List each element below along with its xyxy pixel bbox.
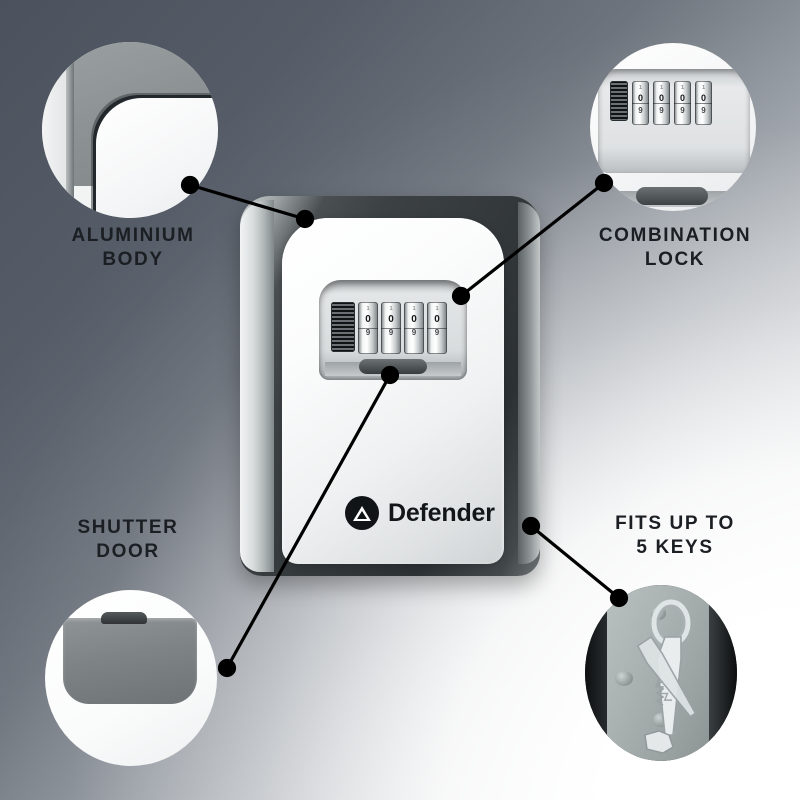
- callout-label-shutter-door: SHUTTER DOOR: [77, 517, 179, 563]
- dial-3[interactable]: 1 0 9: [404, 302, 424, 354]
- leader-dot-aluminium-product: [295, 209, 315, 229]
- dial-3-above-digit: 1: [412, 306, 416, 312]
- safe-body-right-edge: [518, 202, 540, 564]
- safe-body-left-edge: [240, 200, 274, 572]
- dial-1[interactable]: 1 0 9: [358, 302, 378, 354]
- shutter-door-grip: [101, 612, 147, 624]
- leader-line-aluminium: [189, 183, 306, 221]
- cavity-right-wall: [709, 585, 737, 761]
- leader-line-lock: [460, 181, 605, 298]
- callout-circle-shutter-door: [45, 590, 217, 766]
- leader-dot-aluminium-circle: [180, 175, 200, 195]
- dial-4-zoom: 1 0 9: [695, 81, 712, 125]
- dial-band: [404, 328, 424, 329]
- dial-band: [695, 103, 712, 104]
- callout-label-keys: FITS UP TO 5 KEYS: [615, 513, 735, 559]
- dial-3-digit: 0: [679, 93, 685, 103]
- leader-dot-shutter-product: [380, 365, 400, 385]
- callout-label-aluminium: ALUMINIUM BODY: [71, 225, 195, 271]
- aluminium-front-panel: [96, 98, 218, 218]
- dial-4-below-digit: 9: [701, 106, 706, 115]
- shutter-thumb-grip-zoom: [636, 187, 708, 205]
- leader-line-shutter: [225, 374, 392, 669]
- dial-band: [427, 328, 447, 329]
- dial-2-below-digit: 9: [659, 106, 664, 115]
- callout-circle-combination-lock: 1 0 9 1 0 9 1 0 9 1 0 9: [590, 43, 756, 211]
- dial-4-above-digit: 1: [701, 85, 706, 91]
- leader-line-keys: [529, 524, 621, 600]
- dial-1-digit: 0: [637, 93, 643, 103]
- dial-band: [653, 103, 670, 104]
- shutter-door-panel: [63, 618, 197, 704]
- combination-dial-row: 1 0 9 1 0 9 1 0 9: [331, 302, 447, 354]
- dial-1-digit: 0: [365, 314, 371, 325]
- dial-2-digit: 0: [388, 314, 394, 325]
- callout-circle-keys: [585, 585, 737, 761]
- dial-band: [358, 328, 378, 329]
- dial-2-below-digit: 9: [388, 328, 394, 337]
- keys-icon: [636, 599, 697, 754]
- dial-band: [632, 103, 649, 104]
- dial-band: [381, 328, 401, 329]
- dial-3-digit: 0: [411, 314, 417, 325]
- triangle-glyph: [353, 505, 371, 521]
- safe-cavity-backplate: [607, 585, 711, 761]
- leader-dot-lock-product: [451, 286, 471, 306]
- brand-name: Defender: [388, 498, 495, 527]
- leader-dot-keys-circle: [609, 588, 629, 608]
- dial-4-digit: 0: [700, 93, 706, 103]
- dial-band: [674, 103, 691, 104]
- defender-triangle-icon: [345, 496, 379, 530]
- dial-2-digit: 0: [658, 93, 664, 103]
- reset-lever-icon: [331, 302, 355, 352]
- dial-3-above-digit: 1: [680, 85, 685, 91]
- leader-dot-shutter-circle: [217, 658, 237, 678]
- cavity-left-wall: [585, 585, 609, 761]
- dial-2-zoom: 1 0 9: [653, 81, 670, 125]
- dial-4-above-digit: 1: [435, 306, 439, 312]
- key-safe-product: 1 0 9 1 0 9 1 0 9: [240, 196, 540, 576]
- dial-2[interactable]: 1 0 9: [381, 302, 401, 354]
- cavity-hole-left: [615, 671, 633, 686]
- reset-lever-icon: [610, 81, 628, 121]
- leader-dot-lock-circle: [594, 173, 614, 193]
- dial-3-zoom: 1 0 9: [674, 81, 691, 125]
- safe-front-face: 1 0 9 1 0 9 1 0 9: [282, 218, 504, 564]
- dial-1-above-digit: 1: [366, 306, 370, 312]
- aluminium-body-edge: [66, 42, 74, 218]
- leader-dot-keys-product: [521, 516, 541, 536]
- dial-1-below-digit: 9: [638, 106, 643, 115]
- dial-4-below-digit: 9: [434, 328, 440, 337]
- defender-logo: Defender: [345, 496, 495, 530]
- dial-1-below-digit: 9: [365, 328, 371, 337]
- dial-3-below-digit: 9: [680, 106, 685, 115]
- dial-4[interactable]: 1 0 9: [427, 302, 447, 354]
- combination-lock-window: 1 0 9 1 0 9 1 0 9: [319, 280, 467, 380]
- callout-circle-aluminium: [42, 42, 218, 218]
- lock-dial-row-zoom: 1 0 9 1 0 9 1 0 9 1 0 9: [610, 81, 712, 125]
- dial-2-above-digit: 1: [389, 306, 393, 312]
- dial-1-above-digit: 1: [638, 85, 643, 91]
- dial-1-zoom: 1 0 9: [632, 81, 649, 125]
- dial-2-above-digit: 1: [659, 85, 664, 91]
- dial-3-below-digit: 9: [411, 328, 417, 337]
- dial-4-digit: 0: [434, 314, 440, 325]
- callout-label-combination-lock: COMBINATION LOCK: [598, 225, 752, 271]
